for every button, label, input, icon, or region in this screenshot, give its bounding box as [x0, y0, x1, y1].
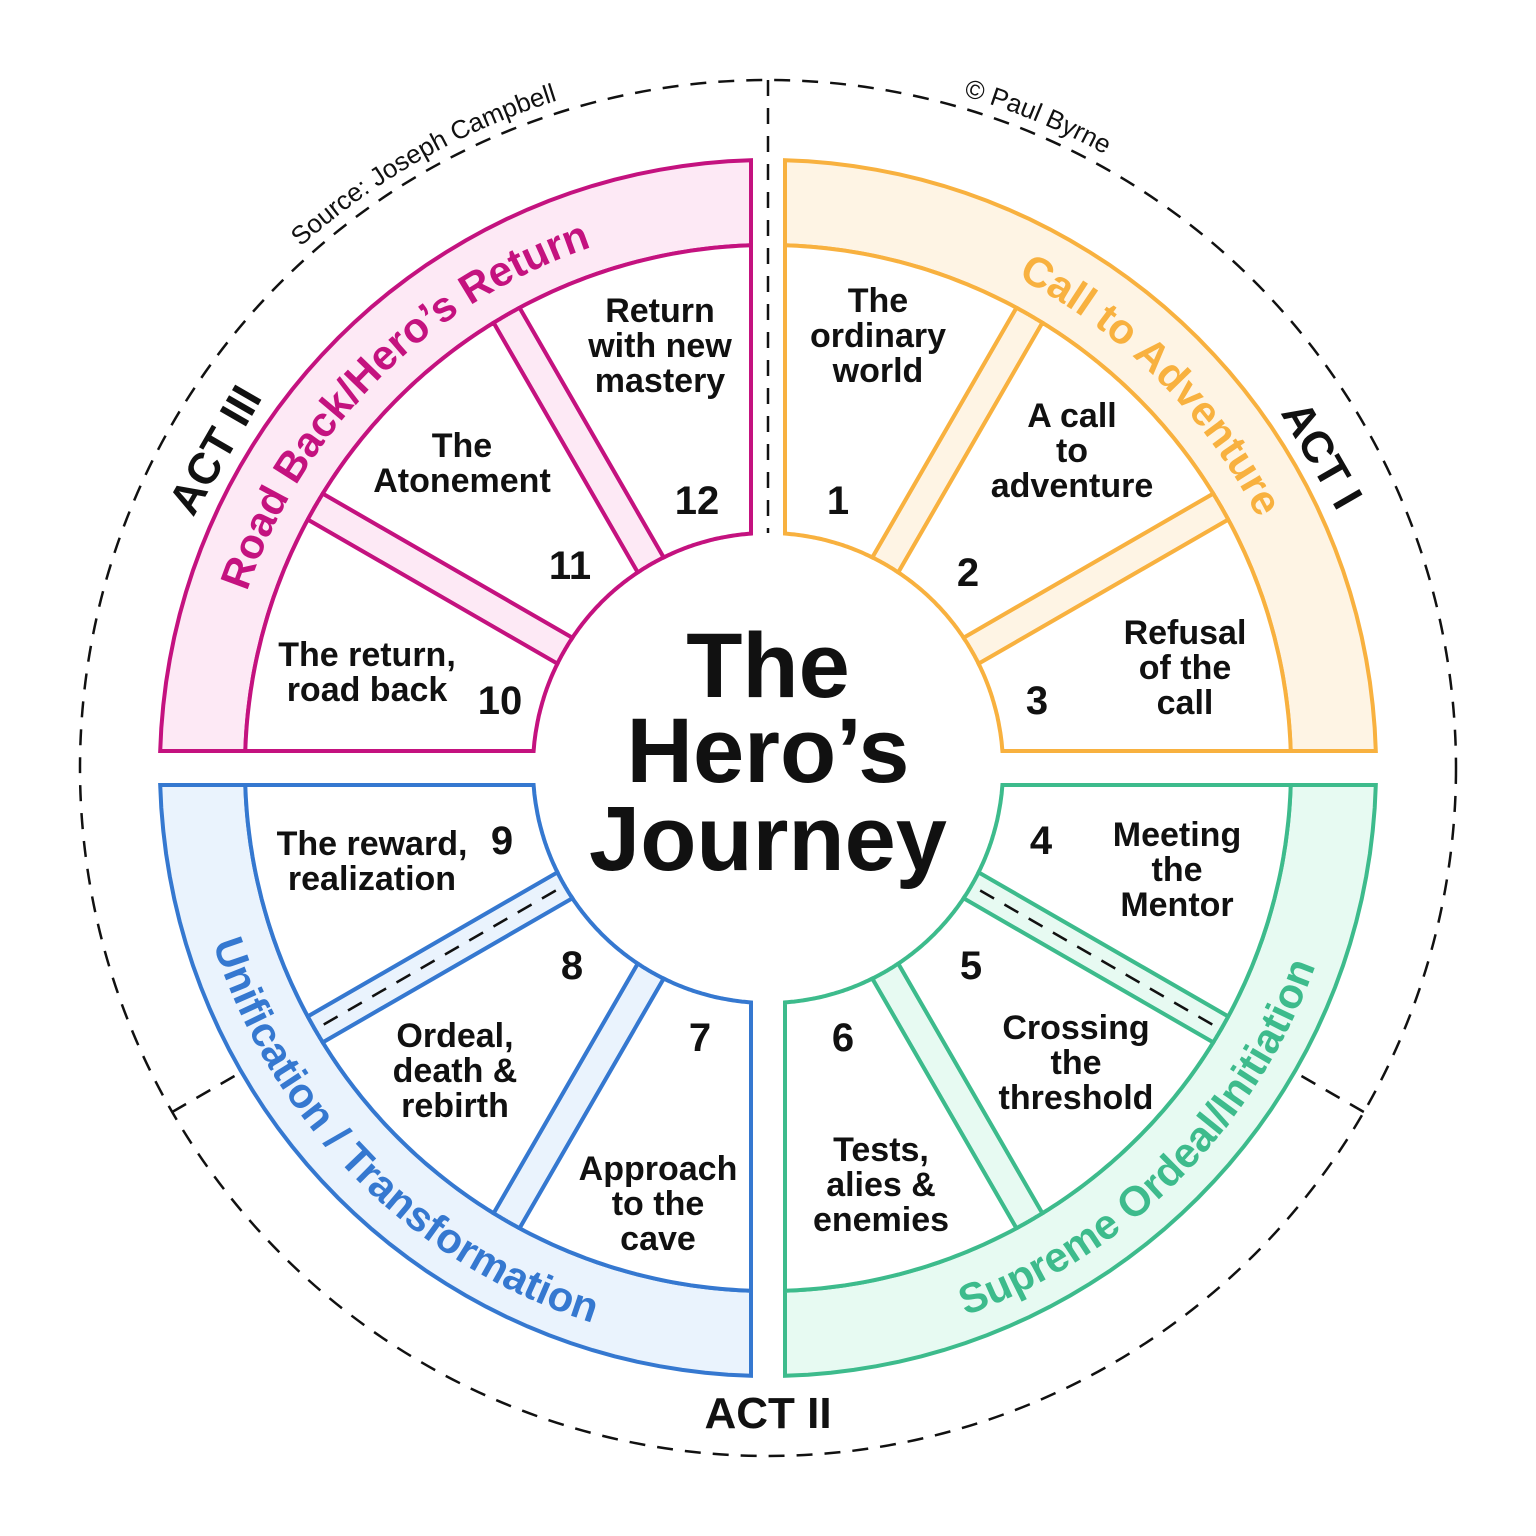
stage-label-line: with new [587, 327, 732, 365]
author-credit-text: © Paul Byrne [962, 73, 1117, 160]
stage-number-8: 8 [561, 944, 583, 988]
stage-label-line: call [1157, 684, 1214, 722]
center-title-line: Hero’s [627, 700, 910, 802]
stage-label-line: Return [605, 292, 715, 330]
stage-segment-2[interactable] [895, 320, 1216, 641]
stage-label-6: Tests,alies &enemies [813, 1131, 949, 1239]
stage-label-line: Ordeal, [396, 1017, 513, 1055]
stage-label-9: The reward,realization [277, 825, 468, 898]
stage-number-6: 6 [832, 1016, 854, 1060]
stage-label-line: alies & [826, 1166, 936, 1204]
stage-label-line: Crossing [1002, 1009, 1149, 1047]
stage-label-line: to the [612, 1185, 705, 1223]
stage-segment-6[interactable] [783, 975, 1020, 1293]
stage-label-line: The reward, [277, 825, 468, 863]
stage-label-line: to [1056, 432, 1088, 470]
stage-number-11: 11 [549, 544, 591, 588]
stage-label-line: rebirth [401, 1087, 509, 1125]
stage-label-line: Approach [579, 1150, 738, 1188]
stage-label-line: Mentor [1120, 886, 1233, 924]
act-boundary-circle [78, 78, 1458, 1458]
stage-number-5: 5 [960, 944, 982, 988]
center-title-line: Journey [589, 788, 947, 890]
act-divider-outer [1300, 1074, 1365, 1114]
stage-label-line: the [1051, 1044, 1102, 1082]
stage-segment-8[interactable] [320, 895, 641, 1216]
stage-number-10: 10 [478, 679, 523, 723]
stage-segment-7[interactable] [516, 975, 753, 1293]
stage-label-line: Atonement [373, 462, 551, 500]
stage-number-9: 9 [491, 819, 513, 863]
stage-number-3: 3 [1026, 679, 1048, 723]
stage-segment-11[interactable] [320, 320, 641, 641]
stage-label-line: The [848, 282, 908, 320]
stage-label-8: Ordeal,death &rebirth [393, 1017, 518, 1125]
act-2-label: ACT II [704, 1389, 831, 1438]
stage-number-2: 2 [957, 551, 979, 595]
stage-label-line: The [432, 427, 492, 465]
stage-label-line: adventure [991, 467, 1154, 505]
stage-label-line: Tests, [833, 1131, 929, 1169]
stage-label-line: realization [288, 860, 456, 898]
stage-segment-1[interactable] [783, 243, 1020, 561]
stage-label-line: world [832, 352, 924, 390]
stage-label-line: road back [287, 671, 448, 709]
act-divider-spoke [314, 889, 557, 1031]
stage-segment-10[interactable] [243, 516, 561, 753]
center-title-line: The [686, 615, 850, 717]
stage-label-line: The return, [278, 636, 456, 674]
stage-label-line: Meeting [1113, 816, 1241, 854]
stage-segment-9[interactable] [243, 783, 561, 1020]
stage-label-line: of the [1139, 649, 1232, 687]
act-divider-outer [171, 1074, 236, 1114]
stage-label-line: Refusal [1124, 614, 1247, 652]
stage-label-line: the [1152, 851, 1203, 889]
stage-segment-12[interactable] [516, 243, 753, 561]
stage-segment-4[interactable] [975, 783, 1293, 1020]
act-divider-spoke [979, 889, 1222, 1031]
stage-number-12: 12 [675, 479, 720, 523]
stage-label-line: A call [1027, 397, 1116, 435]
quadrant-call: Call to Adventure [783, 158, 1378, 753]
stage-label-line: mastery [595, 362, 726, 400]
stage-label-line: ordinary [810, 317, 946, 355]
stage-number-4: 4 [1030, 819, 1053, 863]
stage-number-7: 7 [689, 1016, 711, 1060]
stage-number-1: 1 [827, 479, 849, 523]
stage-label-line: cave [620, 1220, 696, 1258]
stage-segment-3[interactable] [975, 516, 1293, 753]
author-credit: © Paul Byrne [962, 73, 1117, 160]
stage-label-line: death & [393, 1052, 518, 1090]
stage-segment-5[interactable] [895, 895, 1216, 1216]
stage-label-line: threshold [999, 1079, 1154, 1117]
stage-label-10: The return,road back [278, 636, 456, 709]
stage-label-line: enemies [813, 1201, 949, 1239]
